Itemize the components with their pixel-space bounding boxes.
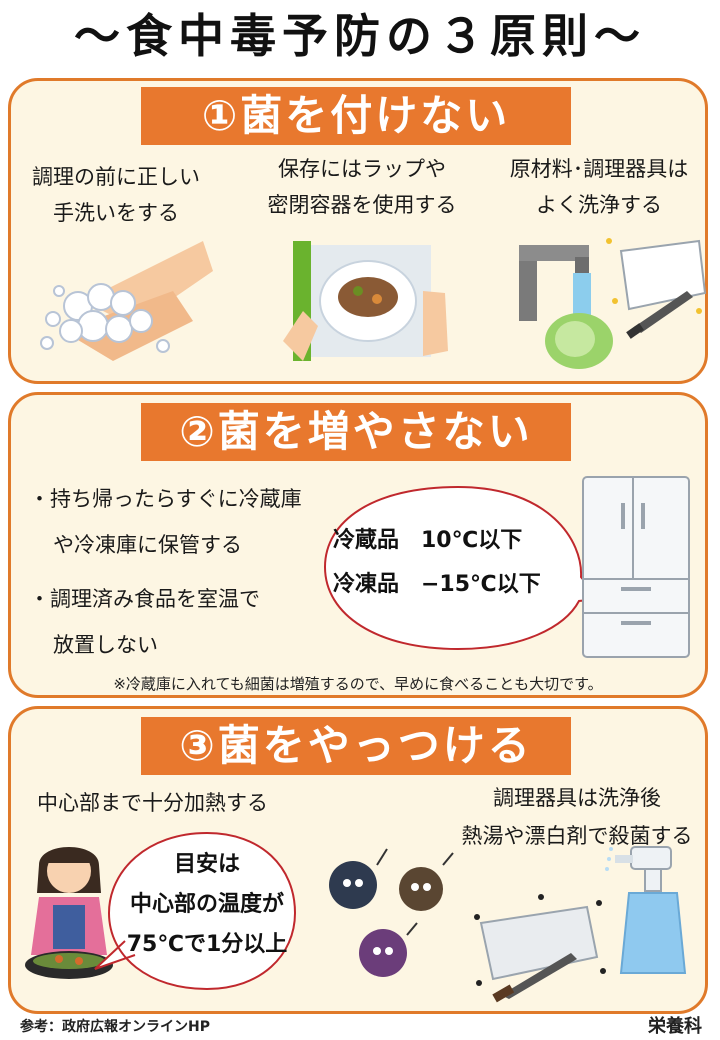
handwash-text: 調理の前に正しい 手洗いをする	[11, 159, 221, 231]
store-point-line-2: や冷凍庫に保管する	[53, 533, 242, 557]
food-wrap-icon	[283, 241, 448, 361]
store-point: ・持ち帰ったらすぐに冷蔵庫 や冷凍庫に保管する	[29, 481, 329, 563]
wash-tools-line-1: 原材料･調理器具は	[509, 157, 689, 181]
heating-bubble	[94, 831, 297, 991]
handwashing-icon	[40, 241, 213, 361]
cooking-woman-icon	[25, 847, 113, 979]
section-2-panel: ②菌を増やさない ・持ち帰ったらすぐに冷蔵庫 や冷凍庫に保管する ・調理済み食品…	[8, 392, 708, 698]
fridge-temp: 冷蔵品 10℃以下	[333, 528, 523, 553]
temperature-bubble	[323, 485, 601, 651]
room-temp-point: ・調理済み食品を室温で 放置しない	[29, 581, 329, 663]
sterilize-line-1: 調理器具は洗浄後	[493, 786, 661, 810]
handwash-line-1: 調理の前に正しい	[32, 165, 200, 189]
section-1-heading: ①菌を付けない	[141, 87, 571, 145]
center-temp-value: 75℃で1分以上	[126, 932, 288, 957]
refrigerator-icon	[582, 476, 690, 658]
section-3-panel: ③菌をやっつける 中心部まで十分加熱する 目安は 中心部の温度が 75℃で1分以…	[8, 706, 708, 1014]
wrap-line-1: 保存にはラップや	[278, 157, 446, 181]
center-temp-label: 中心部の温度が	[129, 892, 284, 917]
refrigerator-note: ※冷蔵庫に入れても細菌は増殖するので、早めに食べることも大切です。	[113, 675, 603, 693]
cutting-board-knife-icon	[474, 894, 606, 1003]
handwash-line-2: 手洗いをする	[53, 201, 179, 225]
store-point-line-1: ・持ち帰ったらすぐに冷蔵庫	[29, 487, 302, 511]
sterilize-text: 調理器具は洗浄後 熱湯や漂白剤で殺菌する	[447, 779, 707, 855]
sterilize-line-2: 熱湯や漂白剤で殺菌する	[461, 824, 693, 848]
page-title: 〜食中毒予防の３原則〜	[74, 9, 646, 63]
room-temp-line-1: ・調理済み食品を室温で	[29, 587, 260, 611]
freezer-temp: 冷凍品 −15℃以下	[333, 572, 541, 597]
section-1-panel: ①菌を付けない 調理の前に正しい 手洗いをする 保存にはラップや 密閉容器を使用…	[8, 78, 708, 384]
wrap-text: 保存にはラップや 密閉容器を使用する	[247, 151, 477, 223]
germs-icon	[329, 848, 454, 977]
wrap-line-2: 密閉容器を使用する	[267, 193, 457, 217]
wash-tools-text: 原材料･調理器具は よく洗浄する	[489, 151, 709, 223]
bubble-text: 冷蔵品 10℃以下 冷凍品 −15℃以下	[333, 519, 541, 607]
wash-tools-line-2: よく洗浄する	[536, 193, 662, 217]
reference-source: 参考：政府広報オンラインHP	[20, 1019, 210, 1035]
heating-guideline: 目安は	[173, 852, 240, 877]
section-3-heading: ③菌をやっつける	[141, 717, 571, 775]
heat-text: 中心部まで十分加熱する	[37, 791, 268, 815]
room-temp-line-2: 放置しない	[53, 633, 158, 657]
section-2-heading: ②菌を増やさない	[141, 403, 571, 461]
department-name: 栄養科	[648, 1016, 702, 1037]
heating-bubble-text: 目安は 中心部の温度が 75℃で1分以上	[117, 845, 297, 965]
spray-bottle-icon	[605, 846, 687, 974]
faucet-cutting-board-icon	[519, 238, 707, 369]
